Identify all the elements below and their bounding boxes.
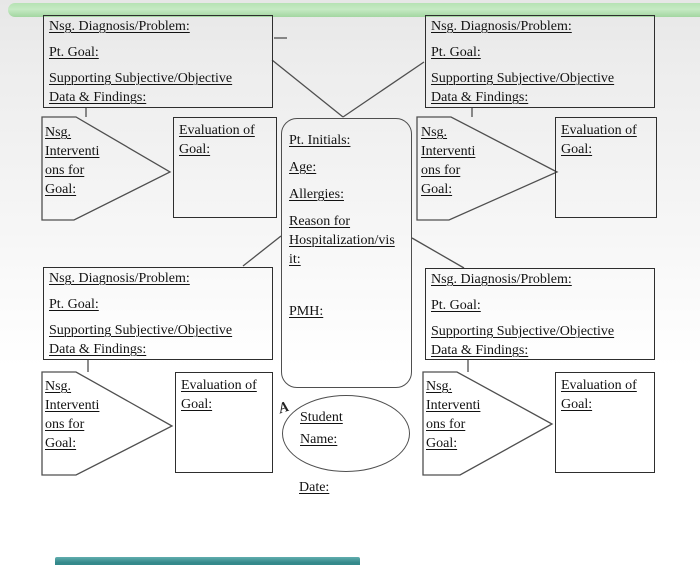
interventions-label: Nsg. Interventi ons for Goal: xyxy=(421,125,476,197)
patient-goal-label: Pt. Goal: xyxy=(49,297,99,312)
diagnosis-problem-label: Nsg. Diagnosis/Problem: xyxy=(49,271,190,286)
age-label: Age: xyxy=(289,160,317,175)
pmh-label: PMH: xyxy=(289,304,324,319)
diagnosis-problem-label: Nsg. Diagnosis/Problem: xyxy=(431,19,572,34)
patient-info-panel[interactable]: Pt. Initials: Age: Allergies: Reason for… xyxy=(281,118,412,388)
supporting-data-label: Supporting Subjective/Objective Data & F… xyxy=(49,323,233,357)
diagnosis-problem-label: Nsg. Diagnosis/Problem: xyxy=(49,19,190,34)
diagnosis-box-top-right[interactable]: Nsg. Diagnosis/Problem: Pt. Goal: Suppor… xyxy=(425,15,655,108)
student-name-ellipse[interactable] xyxy=(282,395,410,472)
evaluation-box-top-left[interactable]: Evaluation of Goal: xyxy=(173,117,277,218)
connector-line xyxy=(342,61,425,118)
date-label: Date: xyxy=(299,480,330,495)
diagnosis-problem-label: Nsg. Diagnosis/Problem: xyxy=(431,272,572,287)
evaluation-label: Evaluation of Goal: xyxy=(561,123,637,157)
student-name-label: Student Name: xyxy=(300,410,343,447)
top-accent-bar xyxy=(8,3,700,17)
interventions-label: Nsg. Interventi ons for Goal: xyxy=(45,379,100,451)
patient-goal-label: Pt. Goal: xyxy=(49,45,99,60)
evaluation-box-bottom-left[interactable]: Evaluation of Goal: xyxy=(175,372,273,473)
connector-line xyxy=(242,235,282,267)
interventions-label: Nsg. Interventi ons for Goal: xyxy=(45,125,100,197)
evaluation-label: Evaluation of Goal: xyxy=(181,378,257,412)
evaluation-label: Evaluation of Goal: xyxy=(179,123,255,157)
interventions-arrow-top-right[interactable] xyxy=(416,116,559,221)
interventions-arrow-top-left[interactable] xyxy=(41,116,172,221)
evaluation-box-bottom-right[interactable]: Evaluation of Goal: xyxy=(555,372,655,473)
diagnosis-box-bottom-right[interactable]: Nsg. Diagnosis/Problem: Pt. Goal: Suppor… xyxy=(425,268,655,360)
patient-goal-label: Pt. Goal: xyxy=(431,298,481,313)
diagnosis-box-top-left[interactable]: Nsg. Diagnosis/Problem: Pt. Goal: Suppor… xyxy=(43,15,273,108)
supporting-data-label: Supporting Subjective/Objective Data & F… xyxy=(49,71,233,105)
allergies-label: Allergies: xyxy=(289,187,344,202)
interventions-label: Nsg. Interventi ons for Goal: xyxy=(426,379,481,451)
interventions-arrow-bottom-right[interactable] xyxy=(422,371,554,476)
connector-line xyxy=(271,59,344,118)
evaluation-label: Evaluation of Goal: xyxy=(561,378,637,412)
interventions-arrow-bottom-left[interactable] xyxy=(41,371,174,476)
evaluation-box-top-right[interactable]: Evaluation of Goal: xyxy=(555,117,657,218)
patient-goal-label: Pt. Goal: xyxy=(431,45,481,60)
horizontal-scrollbar-thumb[interactable] xyxy=(55,557,360,565)
hospitalization-reason-label: Reason for Hospitalization/vis it: xyxy=(289,214,395,267)
connector-line xyxy=(411,237,465,269)
diagnosis-box-bottom-left[interactable]: Nsg. Diagnosis/Problem: Pt. Goal: Suppor… xyxy=(43,267,273,360)
supporting-data-label: Supporting Subjective/Objective Data & F… xyxy=(431,71,615,105)
patient-initials-label: Pt. Initials: xyxy=(289,133,351,148)
supporting-data-label: Supporting Subjective/Objective Data & F… xyxy=(431,324,615,358)
